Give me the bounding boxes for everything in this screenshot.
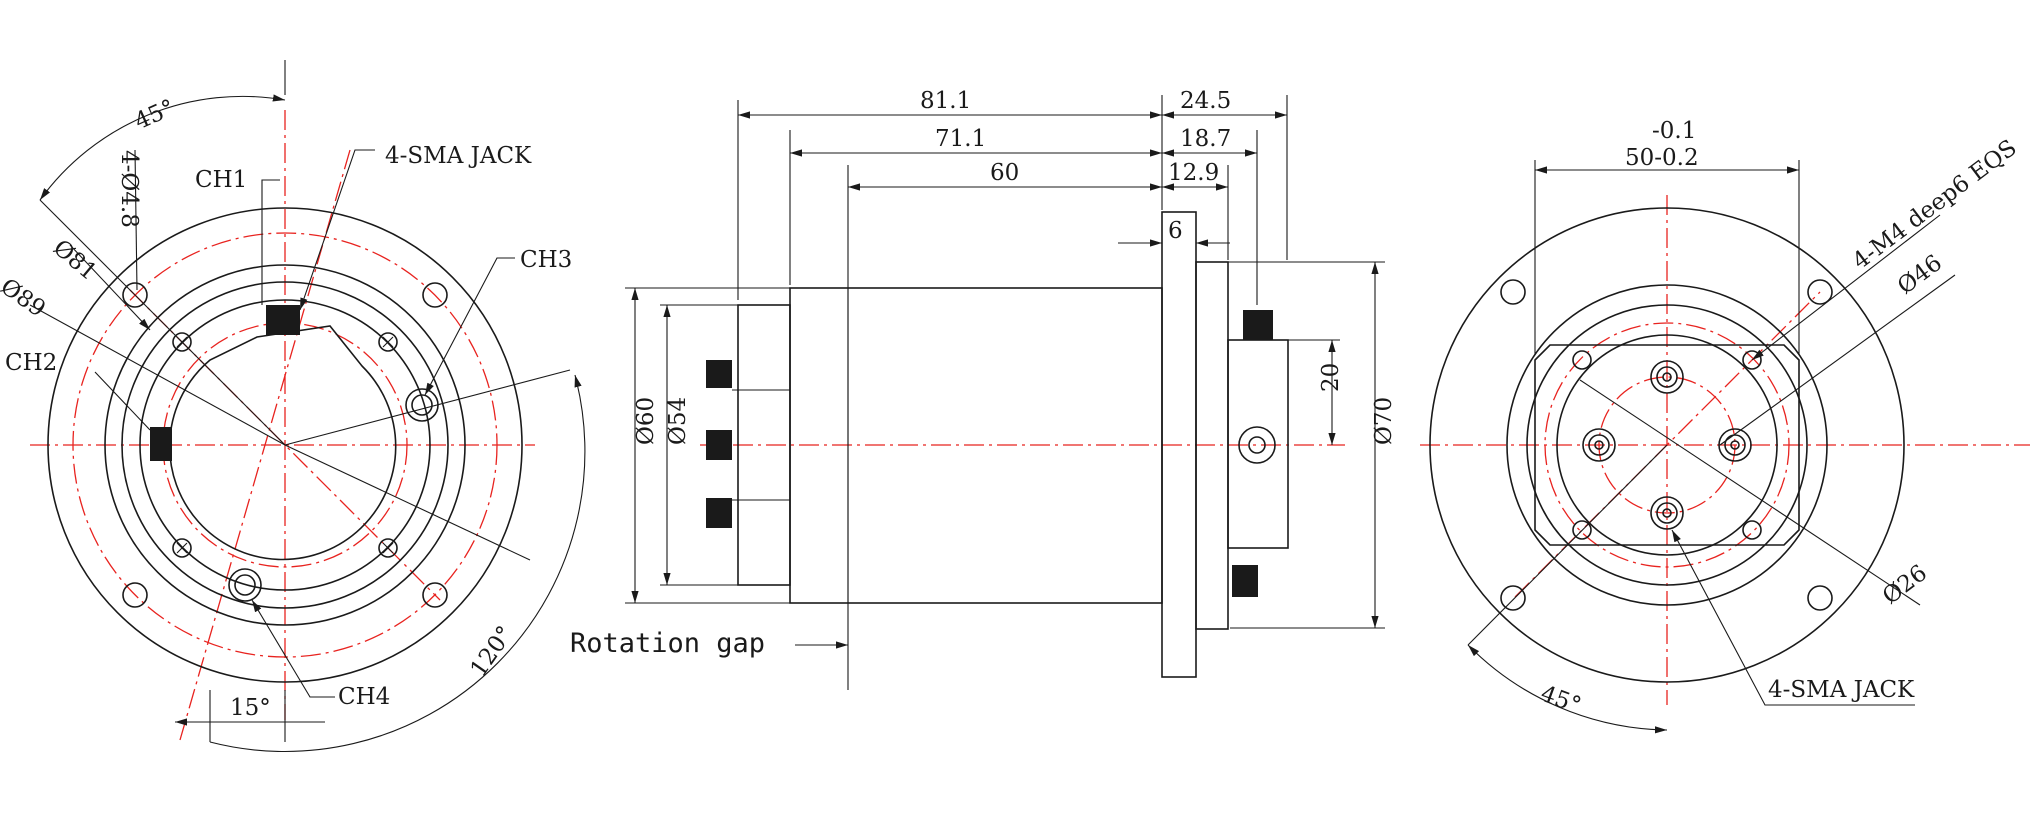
hole-leader [134, 149, 138, 291]
side-conn-1 [706, 360, 732, 388]
body-circle-3 [139, 299, 431, 591]
body-circle-2 [121, 281, 449, 609]
angle-45-label-r: 45° [1537, 681, 1584, 719]
screw-3 [172, 538, 192, 558]
thread-spec-label: 4-M4 deep6 EQS [1848, 135, 2022, 275]
dim-18-label: 18.7 [1180, 126, 1231, 152]
sma-leader [299, 149, 375, 311]
right-bolt-circle [1544, 322, 1790, 568]
ch2-connector [150, 427, 172, 461]
angle-45-arc-r [1467, 644, 1668, 734]
m4-hole-1 [1572, 350, 1592, 370]
connector-block [1227, 339, 1289, 549]
m4-hole-3 [1572, 520, 1592, 540]
ch4-leader [251, 599, 335, 698]
angle-45-ray-r [1467, 444, 1668, 646]
dim-50-label: 50-0.2 [1625, 145, 1699, 171]
angle-120-ray [284, 369, 571, 446]
right-end-view: -0.1 50-0.2 4-M4 deep6 EQS Ø46 Ø26 45° 4… [1420, 118, 2030, 734]
dia-60-label: Ø60 [633, 397, 659, 445]
right-conn-circle [1598, 376, 1736, 514]
dim-20-label: 20 [1318, 363, 1344, 392]
ch1-leader [261, 179, 280, 305]
ch4-connector [228, 568, 262, 602]
ch1-connector [266, 305, 300, 335]
hole-spec-label: 4-Ø4.8 [116, 150, 142, 228]
mount-hole-1 [122, 282, 148, 308]
right-body-circle [1506, 284, 1828, 606]
ch1-label: CH1 [195, 167, 247, 193]
right-hole-1 [1500, 279, 1526, 305]
bolt-circle [72, 232, 498, 658]
angle-top-label: 45° [131, 95, 179, 135]
m4-hole-4 [1742, 520, 1762, 540]
right-sma-leader [1671, 529, 1915, 706]
dia-54-label: Ø54 [665, 397, 691, 445]
right-sma-top [1650, 360, 1684, 394]
side-view: 81.1 71.1 60 24.5 18.7 12.9 6 Ø60 Ø54 Ø7… [570, 88, 1397, 690]
thread-leader [1751, 214, 1941, 361]
dia-89-leader [29, 304, 286, 446]
bottom-conn [1232, 565, 1258, 597]
right-hole-3 [1500, 585, 1526, 611]
dia-46-label: Ø46 [1893, 250, 1947, 300]
right-sma-right [1718, 428, 1752, 462]
ch3-leader [424, 257, 515, 396]
ch3-connector [405, 388, 439, 422]
right-sma-label: 4-SMA JACK [1768, 677, 1915, 703]
mount-hole-2 [422, 282, 448, 308]
right-outer-circle [1429, 207, 1905, 683]
right-hole-2 [1807, 279, 1833, 305]
ch4-label: CH4 [338, 684, 390, 710]
dia-46-leader [1719, 274, 1956, 446]
dia-26-label: Ø26 [1878, 560, 1932, 610]
dim-24-label: 24.5 [1180, 88, 1231, 114]
dia-81-leader [69, 244, 151, 331]
top-conn [1243, 310, 1273, 340]
dim-6-label: 6 [1168, 218, 1183, 244]
front-conn [1238, 426, 1276, 464]
right-inner-circle [1526, 304, 1808, 586]
dia-89-label: Ø89 [0, 274, 50, 323]
dim-81-label: 81.1 [920, 88, 971, 114]
right-sma-left [1582, 428, 1616, 462]
angle-120-label: 120° [466, 621, 519, 681]
dim-60-label: 60 [990, 160, 1019, 186]
angle-120-arc [209, 374, 586, 753]
screw-4 [378, 538, 398, 558]
tol-upper-label: -0.1 [1652, 118, 1696, 144]
dia-26-leader [1579, 379, 1921, 606]
side-conn-2 [706, 430, 732, 460]
angle-45-arc [39, 94, 286, 201]
mount-hole-3 [122, 582, 148, 608]
front-conn-inner [1248, 436, 1266, 454]
dim-71-label: 71.1 [935, 126, 986, 152]
ch3-label: CH3 [520, 247, 572, 273]
rotation-gap-label: Rotation gap [570, 628, 765, 659]
right-core-circle [1556, 334, 1778, 556]
mount-hole-4 [422, 582, 448, 608]
screw-2 [378, 332, 398, 352]
square-boss [1534, 344, 1800, 546]
left-end-view: 45° 4-Ø4.8 4-SMA JACK CH1 CH2 CH3 CH4 Ø8… [0, 60, 586, 753]
body-circle-1 [104, 264, 466, 626]
outer-flange-circle [47, 207, 523, 683]
dia-leader-out [284, 444, 531, 561]
side-conn-3 [706, 498, 732, 528]
sma-jack-label: 4-SMA JACK [385, 143, 532, 169]
right-hole-4 [1807, 585, 1833, 611]
dia-70-label: Ø70 [1371, 397, 1397, 445]
dia-81-label: Ø81 [48, 235, 102, 286]
dim-12-label: 12.9 [1168, 160, 1219, 186]
right-sma-bottom [1650, 496, 1684, 530]
ch2-leader [94, 371, 151, 431]
angle-15-label: 15° [230, 695, 271, 721]
ch2-label: CH2 [5, 350, 57, 376]
angle-45-ray [39, 199, 286, 446]
